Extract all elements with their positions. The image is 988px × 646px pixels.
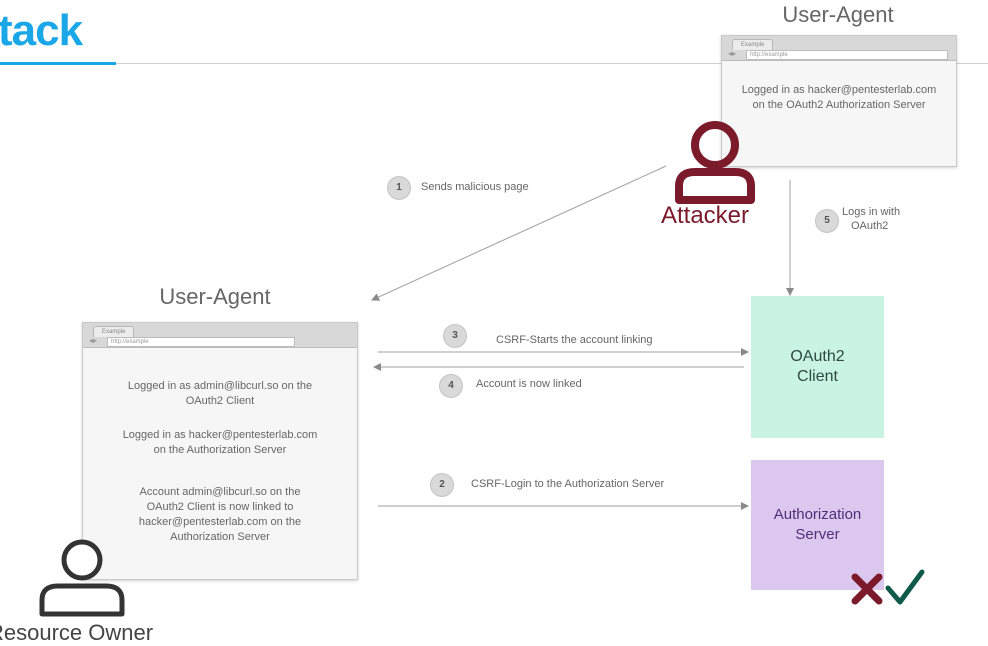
checkmark-icon (885, 569, 925, 605)
browser-tab: Example (93, 326, 135, 337)
attacker-icon (675, 121, 755, 204)
content-line: Logged in as hacker@pentesterlab.com (741, 84, 937, 96)
oauth2-client-box: OAuth2 Client (751, 296, 884, 438)
status-block: Logged in as admin@libcurl.so on the OAu… (127, 380, 313, 407)
authorization-server-box: Authorization Server (751, 460, 884, 590)
nav-arrows-icon: ◂▸ (89, 336, 98, 345)
step-2-badge: 2 (430, 473, 454, 497)
oauth2-client-label: OAuth2 Client (790, 348, 845, 385)
url-bar: http://example (746, 50, 948, 60)
browser-window-left: Example ◂▸ http://example Logged in as a… (82, 322, 358, 580)
user-agent-top-label: User-Agent (782, 2, 894, 27)
user-agent-left-label: User-Agent (159, 284, 271, 309)
arrow-step1 (371, 165, 667, 301)
nav-arrows-icon: ◂▸ (728, 49, 737, 58)
slide-title: tack (0, 6, 83, 55)
step-5-label: Logs in with OAuth2 (842, 206, 901, 232)
browser-window-top: Example ◂▸ http://example Logged in as h… (721, 35, 957, 167)
status-block: Logged in as hacker@pentesterlab.com on … (122, 429, 318, 456)
browser-content: Logged in as hacker@pentesterlab.com on … (722, 61, 956, 113)
attacker-label: Attacker (660, 202, 750, 229)
step-3-badge: 3 (443, 324, 467, 348)
step-4-badge: 4 (439, 374, 463, 398)
browser-chrome: Example ◂▸ http://example (722, 36, 956, 61)
browser-chrome: Example ◂▸ http://example (83, 323, 357, 348)
resource-owner-label: Resource Owner (0, 620, 154, 645)
browser-content: Logged in as admin@libcurl.so on the OAu… (83, 348, 357, 545)
url-bar: http://example (107, 337, 295, 347)
cross-icon (851, 573, 883, 605)
step-5-badge: 5 (815, 209, 839, 233)
step-3-label: CSRF-Starts the account linking (496, 334, 653, 346)
title-underline (0, 62, 116, 65)
title-divider (116, 63, 988, 64)
content-line: on the OAuth2 Authorization Server (752, 99, 926, 111)
authorization-server-label: Authorization Server (773, 506, 862, 543)
status-block: Account admin@libcurl.so on the OAuth2 C… (138, 486, 302, 543)
step-4-label: Account is now linked (476, 378, 582, 390)
step-1-label: Sends malicious page (421, 181, 529, 193)
step-1-badge: 1 (387, 176, 411, 200)
step-2-label: CSRF-Login to the Authorization Server (471, 478, 665, 490)
resource-owner-icon (39, 539, 125, 617)
browser-tab: Example (732, 39, 774, 50)
